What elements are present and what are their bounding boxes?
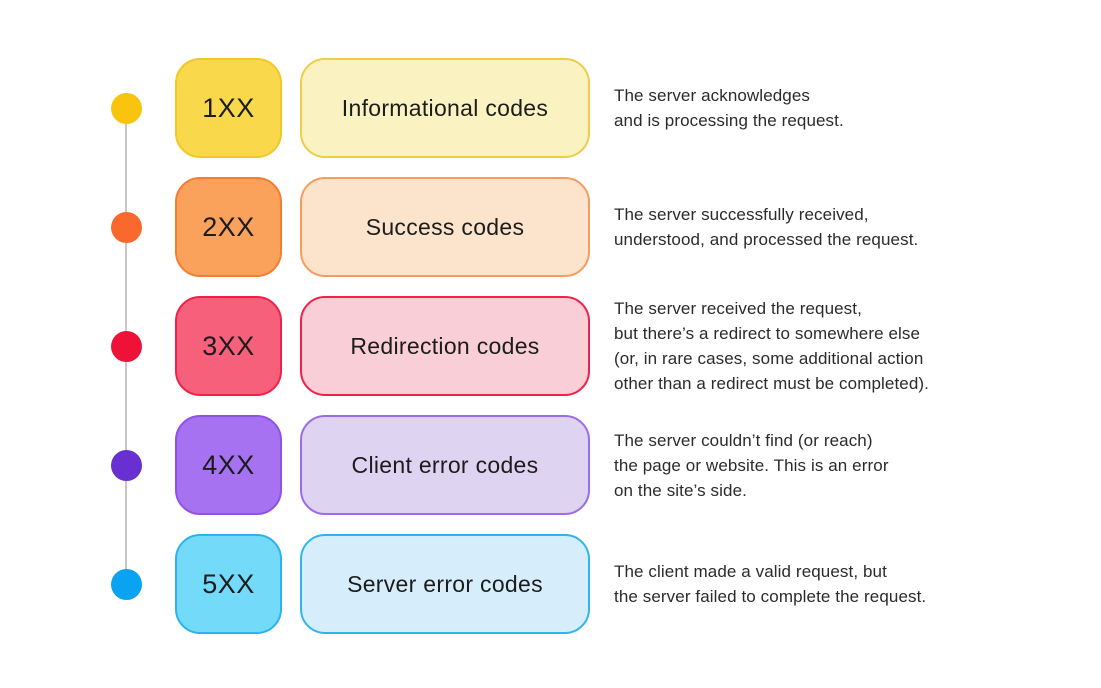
code-box: 1XX [175,58,282,158]
category-label: Client error codes [351,451,539,478]
category-label: Success codes [365,213,525,240]
category-box: Informational codes [300,58,590,158]
timeline-dot [111,92,142,124]
rows-container: 1XX Informational codes The server ackno… [111,58,929,634]
code-box: 5XX [175,534,282,634]
status-code-row: 3XX Redirection codes The server receive… [111,296,929,396]
category-label: Server error codes [347,570,543,597]
code-box: 2XX [175,177,282,277]
category-label: Informational codes [341,94,549,121]
code-box: 3XX [175,296,282,396]
category-box: Client error codes [300,415,590,515]
code-label: 1XX [202,92,255,123]
timeline-dot [111,568,142,600]
status-code-row: 5XX Server error codes The client made a… [111,534,929,634]
status-code-row: 1XX Informational codes The server ackno… [111,58,929,158]
description-text: The server couldn’t find (or reach) the … [614,430,889,500]
description-text: The server received the request, but the… [614,299,929,393]
code-label: 2XX [202,211,255,242]
description-text: The server acknowledges and is processin… [614,86,844,130]
description-text: The server successfully received, unders… [614,205,919,249]
category-box: Server error codes [300,534,590,634]
code-box: 4XX [175,415,282,515]
category-label: Redirection codes [350,332,540,359]
description-text: The client made a valid request, but the… [614,562,927,606]
category-box: Success codes [300,177,590,277]
category-box: Redirection codes [300,296,590,396]
timeline-dot [111,449,142,481]
code-label: 5XX [202,568,255,599]
status-code-row: 4XX Client error codes The server couldn… [111,415,929,515]
code-label: 4XX [202,449,255,480]
timeline-dot [111,330,142,362]
timeline-dot [111,211,142,243]
status-code-row: 2XX Success codes The server successfull… [111,177,929,277]
code-label: 3XX [202,330,255,361]
